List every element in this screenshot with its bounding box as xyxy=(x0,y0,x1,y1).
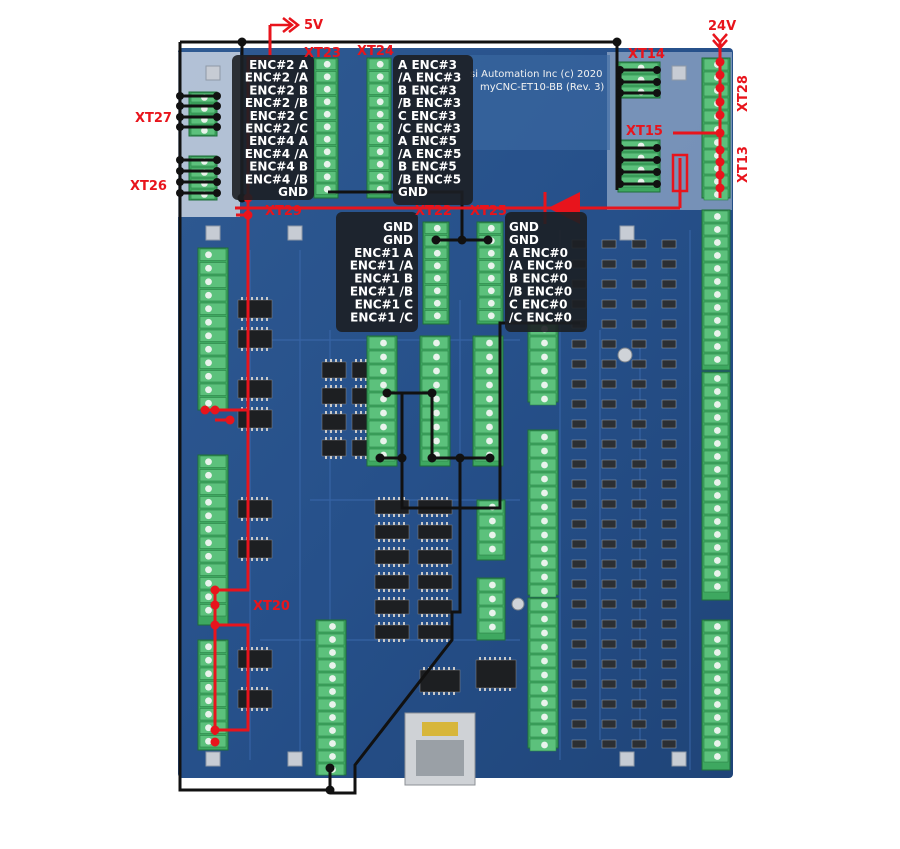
enc0-label-5: /B ENC#0 xyxy=(509,285,572,299)
label-xt27: XT27 xyxy=(135,111,172,126)
enc0-label-7: /C ENC#0 xyxy=(509,310,572,324)
enc0-label-4: B ENC#0 xyxy=(509,272,568,286)
smd-components xyxy=(511,239,677,749)
label-xt29: XT29 xyxy=(265,204,302,219)
arrow-24v-icon xyxy=(712,33,728,50)
enc-right-label-6: A ENC#5 xyxy=(398,134,457,148)
enc1-label-2: ENC#1 A xyxy=(354,246,414,260)
enc-right-label-1: /A ENC#3 xyxy=(398,71,461,85)
terminal-xt25 xyxy=(476,221,504,325)
terminal-mid-right-b xyxy=(527,429,559,598)
label-24v: 24V xyxy=(708,19,736,34)
enc-left-label-1: ENC#2 /A xyxy=(245,71,309,85)
enc0-label-2: A ENC#0 xyxy=(509,246,568,260)
enc-left-label-8: ENC#4 B xyxy=(249,160,308,174)
enc-right-label-0: A ENC#3 xyxy=(398,58,457,72)
label-5v: 5V xyxy=(304,18,323,33)
enc-right-label-9: /B ENC#5 xyxy=(398,172,461,186)
label-xt26: XT26 xyxy=(130,179,167,194)
terminal-left-top xyxy=(197,247,229,411)
enc-right-block: A ENC#3/A ENC#3B ENC#3/B ENC#3C ENC#3/C … xyxy=(398,58,461,199)
enc-right-label-5: /C ENC#3 xyxy=(398,122,461,136)
terminal-enc1-bottom xyxy=(366,335,398,467)
label-xt23: XT23 xyxy=(304,46,341,61)
terminal-enc2-bottom xyxy=(419,335,451,467)
pcb-board: si Automation Inc (c) 2020 myCNC-ET10-BB… xyxy=(178,48,733,786)
enc-right-label-4: C ENC#3 xyxy=(398,109,456,123)
enc-left-label-5: ENC#2 /C xyxy=(245,122,308,136)
enc1-label-7: ENC#1 /C xyxy=(350,310,413,324)
enc-right-label-7: /A ENC#5 xyxy=(398,147,461,161)
enc-right-label-8: B ENC#5 xyxy=(398,160,457,174)
enc-left-label-10: GND xyxy=(278,185,308,199)
board-maker-text: si Automation Inc (c) 2020 xyxy=(470,69,602,80)
terminal-xt28-xt13 xyxy=(701,57,731,201)
enc-right-label-3: /B ENC#3 xyxy=(398,96,461,110)
enc1-label-4: ENC#1 B xyxy=(354,272,413,286)
enc-left-label-2: ENC#2 B xyxy=(249,83,308,97)
arrow-5v-icon xyxy=(270,17,301,33)
terminal-mid-right-a xyxy=(527,321,559,406)
enc0-label-6: C ENC#0 xyxy=(509,297,567,311)
enc1-label-1: GND xyxy=(383,233,413,247)
label-xt20: XT20 xyxy=(253,599,290,614)
enc1-label-3: ENC#1 /A xyxy=(350,259,414,273)
terminal-enc3-bottom xyxy=(472,335,504,467)
enc-right-label-2: B ENC#3 xyxy=(398,83,457,97)
terminal-bottom-center xyxy=(315,619,347,776)
label-xt28: XT28 xyxy=(736,75,751,112)
black-wire-junctions xyxy=(176,37,661,795)
enc1-label-5: ENC#1 /B xyxy=(350,285,413,299)
label-xt15: XT15 xyxy=(626,124,663,139)
label-xt24: XT24 xyxy=(357,44,394,59)
board-model-text: myCNC-ET10-BB (Rev. 3) xyxy=(480,82,604,93)
enc-left-label-3: ENC#2 /B xyxy=(245,96,308,110)
enc-left-label-4: ENC#2 C xyxy=(250,109,309,123)
label-xt13: XT13 xyxy=(736,146,751,183)
terminal-left-mid xyxy=(197,454,229,626)
terminal-xt27 xyxy=(188,91,218,137)
terminal-right-2 xyxy=(701,371,731,601)
enc1-label-6: ENC#1 C xyxy=(355,297,414,311)
enc1-label-0: GND xyxy=(383,220,413,234)
terminal-right-3 xyxy=(701,619,731,771)
red-wire-junctions xyxy=(200,57,725,747)
enc-left-label-6: ENC#4 A xyxy=(249,134,309,148)
terminal-xt23 xyxy=(313,57,339,199)
label-xt25: XT25 xyxy=(470,204,507,219)
terminal-blocks xyxy=(188,57,731,776)
enc-right-label-10: GND xyxy=(398,185,428,199)
enc-left-label-9: ENC#4 /B xyxy=(245,172,308,186)
terminal-small-b xyxy=(476,577,506,641)
enc-left-label-7: ENC#4 /A xyxy=(245,147,309,161)
enc0-label-3: /A ENC#0 xyxy=(509,259,572,273)
label-boxes xyxy=(232,55,587,332)
enc0-label-0: GND xyxy=(509,220,539,234)
label-xt14: XT14 xyxy=(628,47,665,62)
terminal-xt24 xyxy=(366,57,392,199)
label-xt22: XT22 xyxy=(415,204,452,219)
terminal-mid-right-c xyxy=(527,597,559,752)
terminal-right-1 xyxy=(701,209,731,371)
enc-left-label-0: ENC#2 A xyxy=(249,58,309,72)
fuse-symbol xyxy=(671,153,689,193)
enc0-label-1: GND xyxy=(509,233,539,247)
